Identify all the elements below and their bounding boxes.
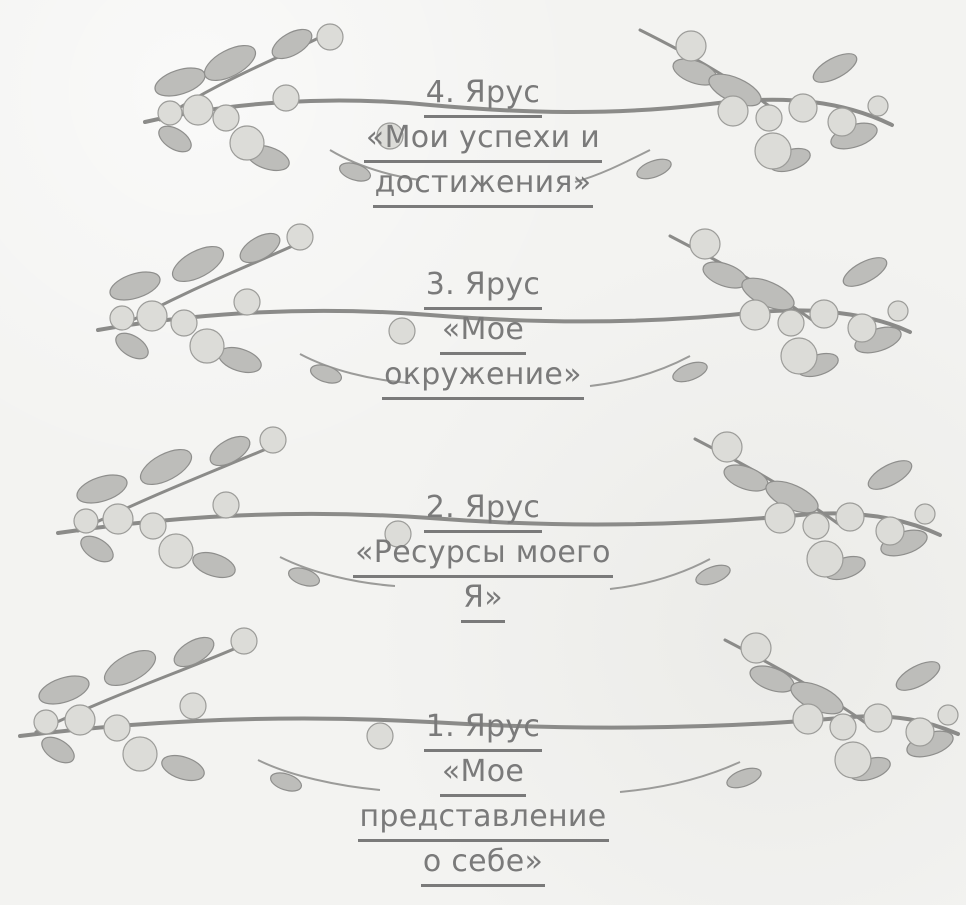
tier-2-line-1: «Ресурсы моего xyxy=(353,532,613,578)
tier-1-title: 1. Ярус xyxy=(424,706,542,752)
tier-1-line-2: представление xyxy=(358,796,609,842)
tier-1-line-3: о себе» xyxy=(421,841,545,887)
tier-4-title: 4. Ярус xyxy=(424,72,542,118)
tier-3-title: 3. Ярус xyxy=(424,264,542,310)
tier-3-line-1: «Мое xyxy=(440,309,526,355)
tier-4-line-2: достижения» xyxy=(373,162,594,208)
tier-2-label: 2. Ярус «Ресурсы моего Я» xyxy=(0,487,966,622)
tier-1: 1. Ярус «Мое представление о себе» xyxy=(0,624,966,844)
tier-3: 3. Ярус «Мое окружение» xyxy=(0,220,966,440)
tier-1-line-1: «Мое xyxy=(440,751,526,797)
tier-3-line-2: окружение» xyxy=(382,354,584,400)
tier-4-line-1: «Мои успехи и xyxy=(364,117,602,163)
tier-1-label: 1. Ярус «Мое представление о себе» xyxy=(0,706,966,886)
tier-2: 2. Ярус «Ресурсы моего Я» xyxy=(0,423,966,643)
tier-2-line-2: Я» xyxy=(461,577,505,623)
tier-4: 4. Ярус «Мои успехи и достижения» xyxy=(0,10,966,230)
tier-3-label: 3. Ярус «Мое окружение» xyxy=(0,264,966,399)
tier-4-label: 4. Ярус «Мои успехи и достижения» xyxy=(0,72,966,207)
tier-2-title: 2. Ярус xyxy=(424,487,542,533)
